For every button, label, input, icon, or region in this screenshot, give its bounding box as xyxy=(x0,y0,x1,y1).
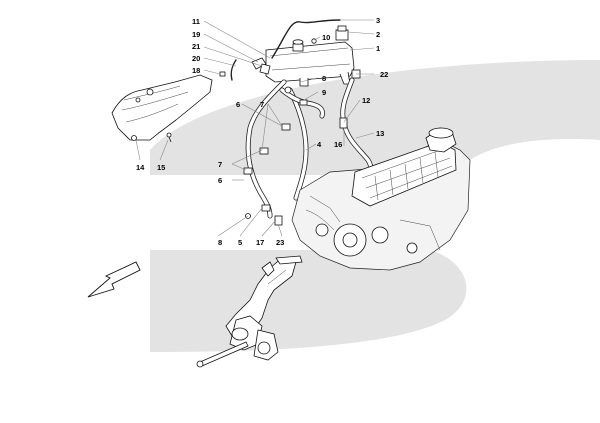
callout-7: 7 xyxy=(260,100,264,109)
callout-5: 5 xyxy=(238,238,242,247)
hose-20 xyxy=(230,59,237,81)
callout-3: 3 xyxy=(376,16,380,25)
callout-12: 12 xyxy=(362,96,370,105)
callout-1: 1 xyxy=(376,44,380,53)
hose-3 xyxy=(271,19,341,59)
callout-14: 14 xyxy=(136,163,145,172)
callout-8: 8 xyxy=(218,238,222,247)
callout-9: 9 xyxy=(322,88,326,97)
callout-15: 15 xyxy=(157,163,165,172)
lower-coolant-pipe xyxy=(196,255,303,368)
callout-7: 7 xyxy=(218,160,222,169)
expansion-tank xyxy=(265,25,355,87)
sensor-16 xyxy=(339,117,348,129)
callout-23: 23 xyxy=(276,238,284,247)
fastener-18 xyxy=(219,71,226,77)
callout-labels: 1 2 3 4 5 6 6 7 7 8 8 9 10 11 12 13 14 1… xyxy=(136,16,388,247)
callout-8: 8 xyxy=(322,74,326,83)
callout-6: 6 xyxy=(236,100,240,109)
leader-lines xyxy=(135,19,375,237)
callout-21: 21 xyxy=(192,42,200,51)
callout-18: 18 xyxy=(192,66,200,75)
heat-shield xyxy=(111,74,213,141)
callout-16: 16 xyxy=(334,140,342,149)
callout-17: 17 xyxy=(256,238,264,247)
callout-6: 6 xyxy=(218,176,222,185)
fitting-10 xyxy=(311,38,317,44)
callout-20: 20 xyxy=(192,54,200,63)
engine-assembly xyxy=(291,127,471,271)
front-direction-arrow-icon xyxy=(87,261,141,298)
callout-19: 19 xyxy=(192,30,200,39)
callout-4: 4 xyxy=(317,140,322,149)
callout-13: 13 xyxy=(376,129,384,138)
fastener-15 xyxy=(166,132,172,143)
callout-10: 10 xyxy=(322,33,330,42)
callout-11: 11 xyxy=(192,17,200,26)
callout-2: 2 xyxy=(376,30,380,39)
callout-22: 22 xyxy=(380,70,388,79)
